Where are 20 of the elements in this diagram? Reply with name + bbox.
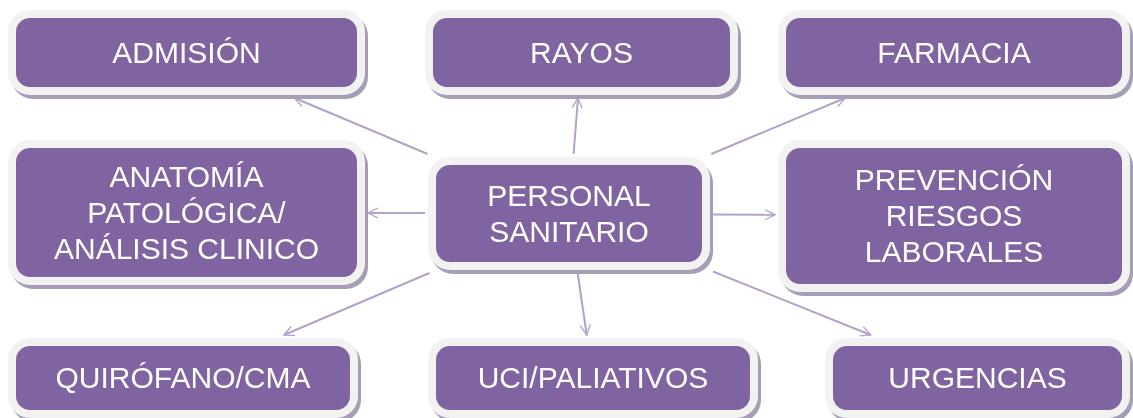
rounded-box	[8, 338, 358, 418]
box-label: ADMISIÓN	[112, 34, 261, 71]
box-label: RAYOS	[530, 34, 633, 71]
arrow	[712, 209, 776, 221]
arrow	[293, 96, 429, 155]
arrow	[576, 272, 591, 336]
box-label: ANATOMÍA PATOLÓGICA/ ANÁLISIS CLINICO	[52, 158, 321, 267]
box-label: URGENCIAS	[888, 360, 1067, 396]
box-label: PERSONAL SANITARIO	[486, 177, 652, 250]
box-label: QUIRÓFANO/CMA	[55, 360, 311, 396]
arrow	[712, 270, 872, 337]
rounded-box	[825, 338, 1130, 418]
box-label: FARMACIA	[877, 34, 1031, 71]
arrow	[710, 96, 847, 155]
arrow	[367, 207, 426, 219]
rounded-box	[428, 338, 758, 418]
box-label: PREVENCIÓN RIESGOS LABORALES	[853, 162, 1055, 270]
arrow	[282, 272, 431, 337]
arrow	[571, 97, 583, 155]
box-label: UCI/PALIATIVOS	[477, 360, 709, 396]
